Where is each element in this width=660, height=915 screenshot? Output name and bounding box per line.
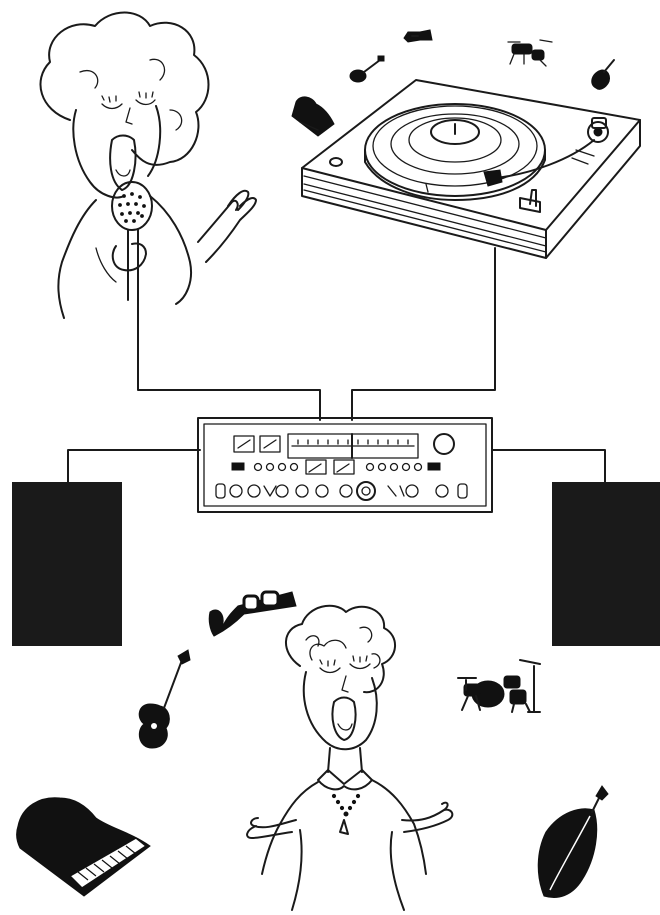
microphone-handle <box>128 230 138 300</box>
woman-necklace <box>332 794 359 816</box>
singer-hair-curls <box>80 59 182 130</box>
drum-kit-icon <box>458 660 540 712</box>
small-trumpet-icon <box>404 30 432 42</box>
woman-bangs <box>310 640 346 660</box>
woman-right-shoulder <box>372 780 426 874</box>
right-speaker-grille <box>560 490 654 638</box>
mode-switch <box>428 463 440 470</box>
singer-shoulder-left <box>58 200 96 318</box>
left-speaker-grille <box>20 490 114 638</box>
trumpet-valve-loop <box>244 596 258 610</box>
woman-left-shoulder <box>262 782 318 874</box>
turntable-cable <box>352 248 495 420</box>
connection-cables <box>68 248 605 482</box>
turntable-marker <box>426 184 428 192</box>
woman-right-eye <box>350 664 370 669</box>
microphone-head <box>112 182 152 230</box>
volume-knob-center <box>362 487 370 495</box>
singer-tongue <box>116 170 130 176</box>
listening-woman-icon <box>247 606 452 910</box>
right-speaker-icon <box>552 482 660 646</box>
woman-hair-curls <box>306 627 380 668</box>
floor-tom <box>510 690 526 704</box>
woman-collar <box>318 770 372 789</box>
preset-buttons <box>367 464 422 471</box>
singer-eyelashes <box>102 92 153 102</box>
turntable-plinth-front <box>302 168 546 258</box>
woman-neck <box>328 748 362 772</box>
mandolin-icon <box>538 786 608 897</box>
singer-right-eye <box>136 100 155 105</box>
tuning-knob <box>434 434 454 454</box>
balance-indicator <box>264 486 276 496</box>
turntable-start-knob <box>330 158 342 166</box>
woman-left-hand <box>247 818 296 838</box>
woman-mouth <box>332 698 355 741</box>
piano-icon <box>17 798 150 896</box>
small-drum-kit-icon <box>508 40 552 66</box>
turntable-cue-lever <box>530 190 536 206</box>
woman-hair <box>286 606 395 692</box>
singer-raised-hand <box>198 191 256 262</box>
woman-left-eye <box>320 668 340 673</box>
guitar-icon <box>139 650 190 748</box>
left-speaker-icon <box>12 482 122 646</box>
singer-shoulder-right <box>150 196 191 304</box>
small-mandolin-icon <box>592 60 614 89</box>
mandolin-body <box>538 809 596 898</box>
volume-knob <box>357 482 375 500</box>
singer-hand <box>113 243 146 270</box>
microphone-cable <box>138 300 320 420</box>
right-speaker-cable <box>492 450 605 482</box>
woman-torso <box>292 830 404 910</box>
woman-eyelashes <box>320 656 367 666</box>
control-knobs <box>216 484 467 498</box>
singer-nose <box>126 108 132 124</box>
turntable-icon <box>302 80 640 258</box>
microphone-mesh <box>119 193 146 223</box>
trumpet-icon <box>209 592 296 636</box>
left-speaker-cable <box>68 450 200 482</box>
tom-drum <box>504 676 520 688</box>
singer-left-eye <box>102 104 122 109</box>
small-piano-icon <box>292 97 334 136</box>
tonearm-pivot <box>594 128 602 136</box>
tone-switches <box>388 486 404 496</box>
singer-hair <box>40 13 208 165</box>
cymbals <box>458 660 540 678</box>
woman-pendant <box>340 820 348 834</box>
female-singer-with-microphone-icon <box>40 13 256 319</box>
woman-tongue <box>338 724 352 730</box>
stereo-receiver-icon <box>198 418 492 512</box>
small-guitar-icon <box>350 56 384 82</box>
woman-nose <box>342 676 348 692</box>
function-buttons <box>255 464 298 471</box>
power-switch <box>232 463 244 470</box>
